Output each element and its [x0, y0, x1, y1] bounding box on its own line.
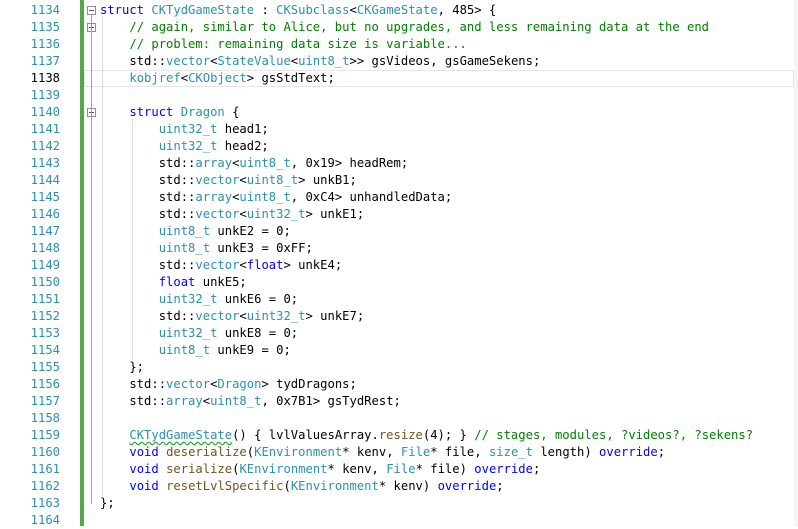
code-line[interactable]: kobjref<CKObject> gsStdText;	[84, 70, 798, 87]
code-line-text: uint32_t head2;	[158, 139, 269, 153]
line-number: 1139	[30, 88, 60, 102]
code-line[interactable]: void resetLvlSpecific(KEnvironment* kenv…	[84, 478, 798, 495]
code-line-text: uint8_t unkE9 = 0;	[158, 343, 291, 357]
code-line[interactable]: void serialize(KEnvironment* kenv, File*…	[84, 461, 798, 478]
line-number: 1144	[30, 173, 60, 187]
line-number: 1160	[30, 445, 60, 459]
line-number: 1146	[30, 207, 60, 221]
code-line[interactable]: struct Dragon {	[84, 104, 798, 121]
code-line-text: CKTydGameState() { lvlValuesArray.resize…	[129, 428, 754, 442]
code-line[interactable]: std::vector<uint32_t> unkE1;	[84, 206, 798, 223]
code-line-text: std::array<uint8_t, 0x7B1> gsTydRest;	[100, 394, 401, 408]
line-number: 1147	[30, 224, 60, 238]
line-number: 1140	[30, 105, 60, 119]
code-line-text: std::vector<uint32_t> unkE7;	[100, 309, 365, 323]
code-line[interactable]: uint8_t unkE2 = 0;	[84, 223, 798, 240]
code-line[interactable]: std::vector<uint32_t> unkE7;	[84, 308, 798, 325]
line-number: 1164	[30, 513, 60, 527]
code-line-text: float unkE5;	[158, 275, 247, 289]
line-number: 1142	[30, 139, 60, 153]
code-line-text: uint32_t head1;	[158, 122, 269, 136]
code-line[interactable]	[84, 87, 798, 104]
code-line[interactable]: std::array<uint8_t, 0xC4> unhandledData;	[84, 189, 798, 206]
code-line[interactable]: std::vector<uint8_t> unkB1;	[84, 172, 798, 189]
code-line-text: uint8_t unkE3 = 0xFF;	[158, 241, 313, 255]
code-line-text: // problem: remaining data size is varia…	[129, 37, 467, 51]
code-line[interactable]: uint32_t unkE6 = 0;	[84, 291, 798, 308]
code-line[interactable]: struct CKTydGameState : CKSubclass<CKGam…	[84, 2, 798, 19]
code-line[interactable]: std::vector<StateValue<uint8_t>> gsVideo…	[84, 53, 798, 70]
code-line-text: void deserialize(KEnvironment* kenv, Fil…	[129, 445, 666, 459]
line-number: 1152	[30, 309, 60, 323]
line-number: 1158	[30, 411, 60, 425]
vertical-scrollbar[interactable]	[794, 0, 798, 527]
code-line[interactable]: };	[84, 495, 798, 512]
code-line-text: uint8_t unkE2 = 0;	[158, 224, 291, 238]
line-number: 1163	[30, 496, 60, 510]
indent-guide	[132, 119, 133, 360]
code-line-text: kobjref<CKObject> gsStdText;	[129, 71, 335, 85]
code-line-text: // again, similar to Alice, but no upgra…	[129, 20, 710, 34]
code-line[interactable]: uint8_t unkE3 = 0xFF;	[84, 240, 798, 257]
code-line[interactable]: uint32_t head2;	[84, 138, 798, 155]
code-line-text: std::vector<Dragon> tydDragons;	[100, 377, 357, 391]
line-number-gutter: 1134 1135 1136 1137 1138 1139 1140 1141 1142 1143…	[0, 0, 66, 527]
code-line-text: struct Dragon {	[129, 105, 240, 119]
code-line-text: struct CKTydGameState : CKSubclass<CKGam…	[100, 3, 497, 17]
line-number: 1135	[30, 20, 60, 34]
line-number: 1134	[30, 3, 60, 17]
line-number: 1161	[30, 462, 60, 476]
collapse-toggle-icon[interactable]	[87, 6, 96, 15]
line-number: 1159	[30, 428, 60, 442]
line-number: 1137	[30, 54, 60, 68]
code-line[interactable]: // again, similar to Alice, but no upgra…	[84, 19, 798, 36]
line-number: 1156	[30, 377, 60, 391]
change-tracking-bar	[80, 0, 84, 526]
code-line[interactable]: CKTydGameState() { lvlValuesArray.resize…	[84, 427, 798, 444]
code-line[interactable]: std::array<uint8_t, 0x7B1> gsTydRest;	[84, 393, 798, 410]
line-number: 1154	[30, 343, 60, 357]
line-number: 1148	[30, 241, 60, 255]
code-line-text: void serialize(KEnvironment* kenv, File*…	[129, 462, 541, 476]
code-line[interactable]: uint32_t unkE8 = 0;	[84, 325, 798, 342]
code-line[interactable]: // problem: remaining data size is varia…	[84, 36, 798, 53]
line-number: 1153	[30, 326, 60, 340]
line-number: 1138	[30, 71, 60, 85]
line-number: 1145	[30, 190, 60, 204]
fold-outline	[91, 117, 92, 368]
code-line-text: std::vector<uint8_t> unkB1;	[100, 173, 357, 187]
code-line-text: std::vector<uint32_t> unkE1;	[100, 207, 365, 221]
line-number: 1136	[30, 37, 60, 51]
code-line-text: std::vector<StateValue<uint8_t>> gsVideo…	[100, 54, 541, 68]
line-number: 1143	[30, 156, 60, 170]
code-editor-area[interactable]: struct CKTydGameState : CKSubclass<CKGam…	[84, 0, 798, 527]
code-line[interactable]: float unkE5;	[84, 274, 798, 291]
line-number: 1157	[30, 394, 60, 408]
code-line[interactable]: };	[84, 359, 798, 376]
code-line-text: std::vector<float> unkE4;	[100, 258, 343, 272]
code-line-text: std::array<uint8_t, 0x19> headRem;	[100, 156, 409, 170]
code-line[interactable]: void deserialize(KEnvironment* kenv, Fil…	[84, 444, 798, 461]
code-line[interactable]: uint8_t unkE9 = 0;	[84, 342, 798, 359]
line-number: 1151	[30, 292, 60, 306]
code-line[interactable]: std::array<uint8_t, 0x19> headRem;	[84, 155, 798, 172]
code-line-text: uint32_t unkE8 = 0;	[158, 326, 299, 340]
code-line-text: uint32_t unkE6 = 0;	[158, 292, 299, 306]
line-number: 1141	[30, 122, 60, 136]
code-line-text: };	[100, 496, 115, 510]
line-number: 1155	[30, 360, 60, 374]
code-line[interactable]	[84, 410, 798, 427]
line-number: 1162	[30, 479, 60, 493]
code-line[interactable]: std::vector<float> unkE4;	[84, 257, 798, 274]
line-number: 1149	[30, 258, 60, 272]
code-line[interactable]: uint32_t head1;	[84, 121, 798, 138]
line-number: 1150	[30, 275, 60, 289]
code-line-text: };	[100, 360, 145, 374]
code-line[interactable]	[84, 512, 798, 529]
indent-guide	[102, 17, 103, 496]
code-line[interactable]: std::vector<Dragon> tydDragons;	[84, 376, 798, 393]
current-line-highlight	[84, 70, 794, 87]
code-line-text: void resetLvlSpecific(KEnvironment* kenv…	[129, 479, 504, 493]
code-line-text: std::array<uint8_t, 0xC4> unhandledData;	[100, 190, 453, 204]
